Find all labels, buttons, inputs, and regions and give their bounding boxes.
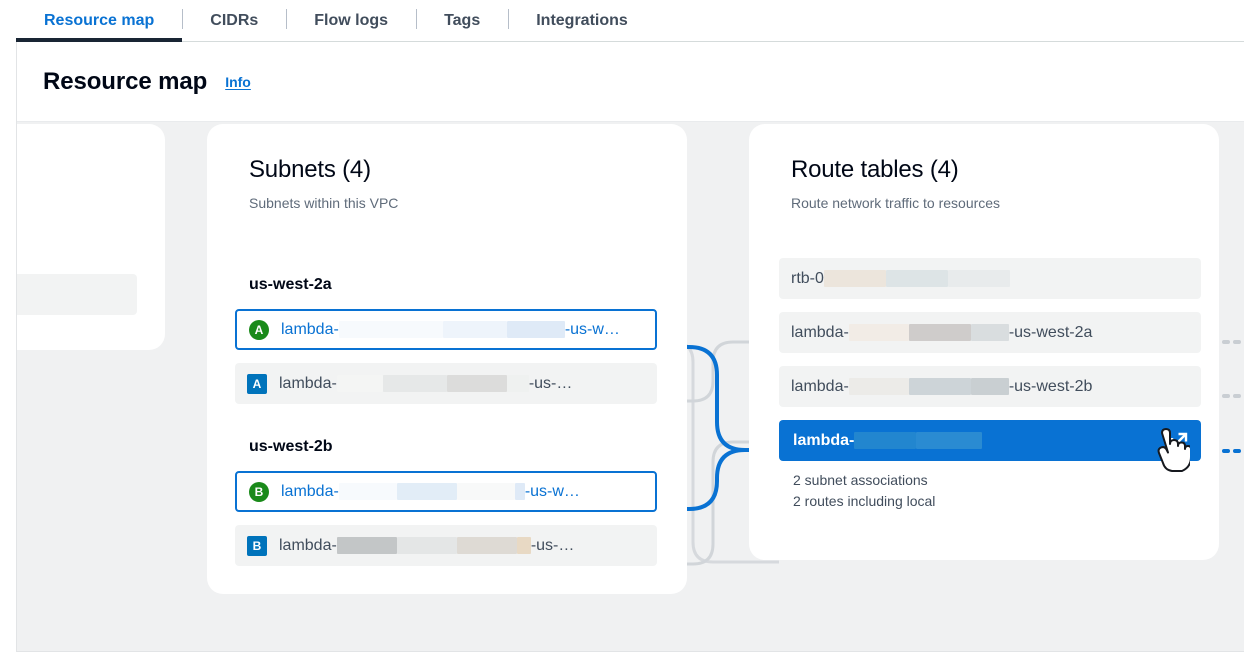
subnet-name-prefix: lambda- (279, 536, 337, 554)
tab-label: Tags (444, 12, 481, 29)
tab-label: CIDRs (210, 12, 259, 29)
subnet-row-a[interactable]: A lambda- -us-… (235, 363, 657, 404)
tab-label: Flow logs (314, 12, 389, 29)
list-item[interactable] (17, 274, 137, 315)
route-table-row[interactable]: rtb-0 (779, 258, 1201, 299)
resource-map-canvas: Subnets (4) Subnets within this VPC us-w… (17, 122, 1244, 651)
route-table-name-suffix: -us-west-2a (1008, 323, 1093, 341)
az-badge-a-green: A (249, 319, 269, 340)
subnet-name-prefix: lambda- (281, 320, 339, 338)
vpc-card-partial (17, 124, 165, 350)
subnet-name-prefix: lambda- (279, 374, 337, 392)
panel-header: Resource map Info (17, 42, 1244, 122)
subnets-card: Subnets (4) Subnets within this VPC us-w… (207, 124, 687, 594)
tab-resource-map[interactable]: Resource map (16, 0, 183, 42)
subnet-row-selected-a[interactable]: A lambda- -us-w… (235, 309, 657, 350)
subnets-subtitle: Subnets within this VPC (249, 195, 399, 211)
route-table-name-prefix: lambda- (791, 323, 849, 341)
external-link-icon[interactable] (1169, 431, 1189, 451)
route-table-row[interactable]: lambda- -us-west-2b (779, 366, 1201, 407)
route-table-meta: 2 subnet associations 2 routes including… (793, 470, 935, 512)
route-tables-card: Route tables (4) Route network traffic t… (749, 124, 1219, 560)
tab-tags[interactable]: Tags (416, 0, 508, 42)
route-table-name-prefix: rtb-0 (791, 269, 824, 287)
route-table-meta-line: 2 routes including local (793, 493, 936, 509)
tab-cidrs[interactable]: CIDRs (182, 0, 286, 42)
page-title: Resource map (43, 67, 208, 95)
route-tables-subtitle: Route network traffic to resources (791, 195, 1001, 211)
tab-label: Resource map (44, 12, 155, 29)
tab-label: Integrations (536, 12, 628, 29)
az-badge-b-green: B (249, 481, 269, 502)
subnet-name-suffix: -us-… (530, 536, 575, 554)
tab-bar: Resource map CIDRs Flow logs Tags Integr… (0, 0, 1244, 42)
resource-map-panel: Resource map Info Subne (16, 42, 1244, 652)
tab-flow-logs[interactable]: Flow logs (286, 0, 416, 42)
tab-integrations[interactable]: Integrations (508, 0, 656, 42)
az-badge-b-blue: B (247, 535, 267, 556)
subnet-name-suffix: -us-… (528, 374, 573, 392)
subnet-name-suffix: -us-w… (564, 320, 620, 338)
route-table-name-prefix: lambda- (791, 377, 849, 395)
subnet-row-selected-b[interactable]: B lambda- -us-w… (235, 471, 657, 512)
route-tables-title: Route tables (4) (791, 156, 959, 183)
info-link[interactable]: Info (225, 73, 251, 90)
subnet-name-suffix: -us-w… (524, 482, 580, 500)
subnets-title: Subnets (4) (249, 156, 371, 183)
route-table-name-prefix: lambda- (793, 431, 855, 449)
route-table-row[interactable]: lambda- -us-west-2a (779, 312, 1201, 353)
route-table-meta-line: 2 subnet associations (793, 472, 928, 488)
subnet-row-b[interactable]: B lambda- -us-… (235, 525, 657, 566)
az-badge-a-blue: A (247, 373, 267, 394)
route-table-row-selected[interactable]: lambda- (779, 420, 1201, 461)
route-table-name-suffix: -us-west-2b (1008, 377, 1093, 395)
subnet-name-prefix: lambda- (281, 482, 339, 500)
az-label-us-west-2a: us-west-2a (249, 276, 332, 293)
az-label-us-west-2b: us-west-2b (249, 438, 333, 455)
